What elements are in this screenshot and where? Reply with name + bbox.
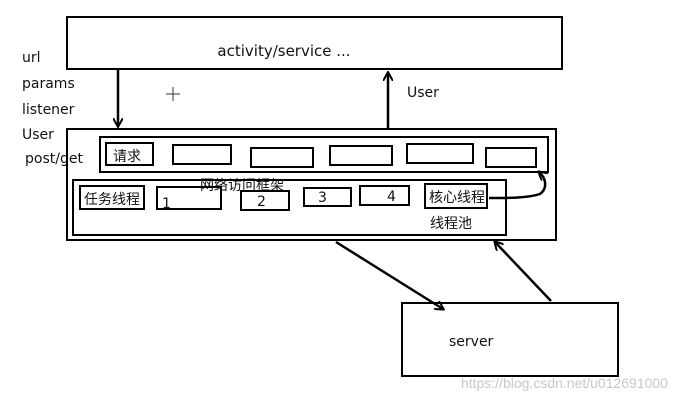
thread-slot-label: 2 [257,194,266,210]
side-label-url: url [22,50,41,66]
side-label-params: params [22,76,75,92]
thread-slot-label: 4 [387,189,396,205]
queue-slot [485,147,537,168]
thread-pool-box [72,179,507,236]
return-user-label: User [407,85,439,101]
activity-service-label: activity/service ... [217,42,350,60]
thread-slot-4 [359,185,410,206]
queue-slot [172,144,232,165]
task-thread-label: 任务线程 [84,192,140,208]
thread-slot-3 [303,187,352,207]
network-framework-box [66,128,557,241]
activity-service-box [66,16,563,70]
core-thread-box [424,183,488,209]
server-label: server [449,334,494,350]
thread-slot-label: 1 [162,196,171,212]
queue-slot [329,145,393,166]
server-box [401,302,619,377]
side-label-user: User [22,127,54,143]
watermark-text: https://blog.csdn.net/u012691000 [461,375,668,391]
queue-slot [250,147,314,168]
core-to-queue-arrow [488,172,545,200]
thread-pool-label: 线程池 [430,216,472,232]
queue-slot [406,143,474,164]
side-label-listener: listener [22,102,75,118]
framework-to-server-arrow [335,240,443,309]
crosshair-icon [166,87,180,101]
request-label: 请求 [113,149,141,165]
thread-slot-label: 3 [318,190,327,206]
request-slot [105,142,154,166]
thread-slot-1 [156,186,222,210]
request-queue-box [99,136,549,173]
server-to-pool-arrow [495,242,552,302]
task-thread-box [79,185,145,210]
side-label-post-get: post/get [25,151,83,167]
thread-slot-2 [240,190,290,211]
core-thread-label: 核心线程 [429,190,485,206]
